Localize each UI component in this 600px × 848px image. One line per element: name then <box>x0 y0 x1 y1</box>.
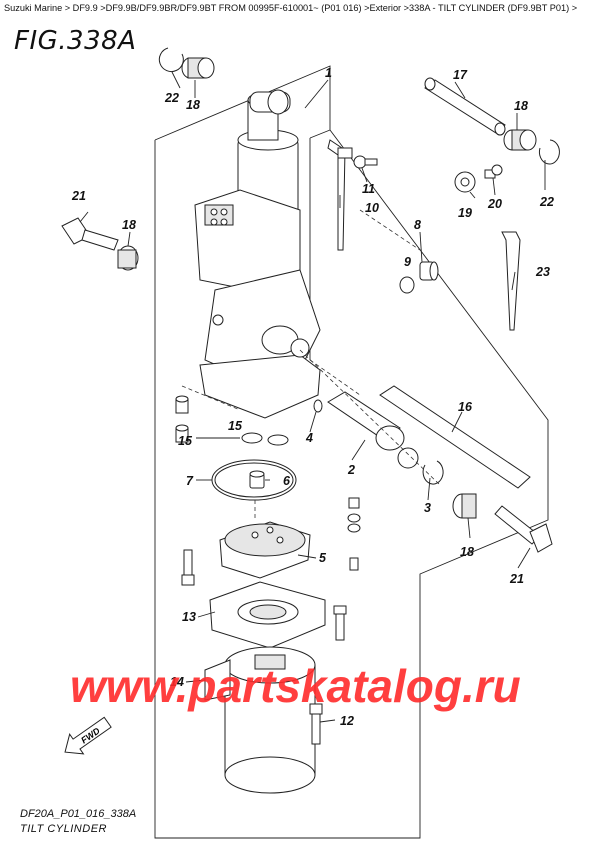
bolt-21-left[interactable] <box>61 217 119 251</box>
callout-22a[interactable]: 22 <box>164 91 179 105</box>
bushing-18-right[interactable] <box>503 129 537 151</box>
motor-14[interactable] <box>204 646 316 794</box>
diagram-code: DF20A_P01_016_338A <box>20 808 137 820</box>
callout-8[interactable]: 8 <box>414 218 421 232</box>
callout-23[interactable]: 23 <box>535 265 550 279</box>
circlip-22-right[interactable] <box>538 139 560 165</box>
callout-4[interactable]: 4 <box>305 431 313 445</box>
bolt-21-right[interactable] <box>494 505 553 553</box>
o-ring-15[interactable] <box>241 432 289 446</box>
callout-13[interactable]: 13 <box>182 610 196 624</box>
valve-6[interactable] <box>249 470 265 489</box>
callout-7[interactable]: 7 <box>186 474 194 488</box>
callout-11[interactable]: 11 <box>362 182 375 196</box>
callout-18a[interactable]: 18 <box>186 98 200 112</box>
circlip-22-top[interactable] <box>158 47 184 73</box>
callout-16[interactable]: 16 <box>458 400 473 414</box>
callout-12[interactable]: 12 <box>340 714 354 728</box>
screw-12[interactable] <box>309 703 323 745</box>
callout-17[interactable]: 17 <box>453 68 468 82</box>
leader-lines <box>79 71 546 723</box>
breadcrumb: Suzuki Marine > DF9.9 >DF9.9B/DF9.9BR/DF… <box>4 3 578 13</box>
alignment-lines <box>181 209 441 520</box>
figure-title: FIG.338A <box>14 26 137 56</box>
pump-base-13[interactable] <box>209 581 326 649</box>
tie-23[interactable] <box>501 231 521 331</box>
bolt-left[interactable] <box>181 549 195 586</box>
clamp-10[interactable] <box>327 139 353 251</box>
callout-2[interactable]: 2 <box>347 463 355 477</box>
o-ring-9[interactable] <box>399 276 415 294</box>
callouts: 1 2 3 4 5 6 7 8 9 10 11 12 13 14 15 15 1… <box>71 66 554 728</box>
circlip-3[interactable] <box>422 460 444 485</box>
callout-14[interactable]: 14 <box>170 675 184 689</box>
pipe-16[interactable] <box>379 385 531 489</box>
callout-19[interactable]: 19 <box>458 206 472 220</box>
callout-10[interactable]: 10 <box>365 201 379 215</box>
fwd-arrow-icon: FWD <box>64 716 112 755</box>
callout-3[interactable]: 3 <box>424 501 431 515</box>
callout-5[interactable]: 5 <box>319 551 327 565</box>
bushing-18-top[interactable] <box>181 57 215 79</box>
callout-21b[interactable]: 21 <box>509 572 524 586</box>
diagram-caption: TILT CYLINDER <box>20 823 107 835</box>
o-ring-4[interactable] <box>313 399 323 413</box>
pin-17[interactable] <box>424 77 506 136</box>
callout-15b[interactable]: 15 <box>178 434 193 448</box>
valve-8[interactable] <box>419 261 439 281</box>
callout-20[interactable]: 20 <box>487 197 502 211</box>
bushing-18-left[interactable] <box>117 245 139 271</box>
small-valve-parts[interactable] <box>347 497 361 571</box>
watermark: www.partskatalog.ru <box>70 660 521 712</box>
callout-6[interactable]: 6 <box>283 474 291 488</box>
screw-20[interactable] <box>484 164 503 179</box>
assembly-outline <box>154 65 549 839</box>
callout-22b[interactable]: 22 <box>539 195 554 209</box>
nut-19[interactable] <box>454 171 476 193</box>
callout-18d[interactable]: 18 <box>460 545 474 559</box>
tilt-cylinder-body[interactable] <box>194 89 321 419</box>
callout-1[interactable]: 1 <box>325 66 332 80</box>
callout-15a[interactable]: 15 <box>228 419 243 433</box>
pump-5[interactable] <box>219 521 311 579</box>
callout-9[interactable]: 9 <box>404 255 411 269</box>
callout-21a[interactable]: 21 <box>71 189 86 203</box>
bushing-18-bottom[interactable] <box>452 493 477 519</box>
plug-15-top[interactable] <box>175 395 189 443</box>
callout-18b[interactable]: 18 <box>514 99 528 113</box>
screw-11[interactable] <box>353 155 378 169</box>
callout-18c[interactable]: 18 <box>122 218 136 232</box>
bolt-right[interactable] <box>333 605 347 641</box>
